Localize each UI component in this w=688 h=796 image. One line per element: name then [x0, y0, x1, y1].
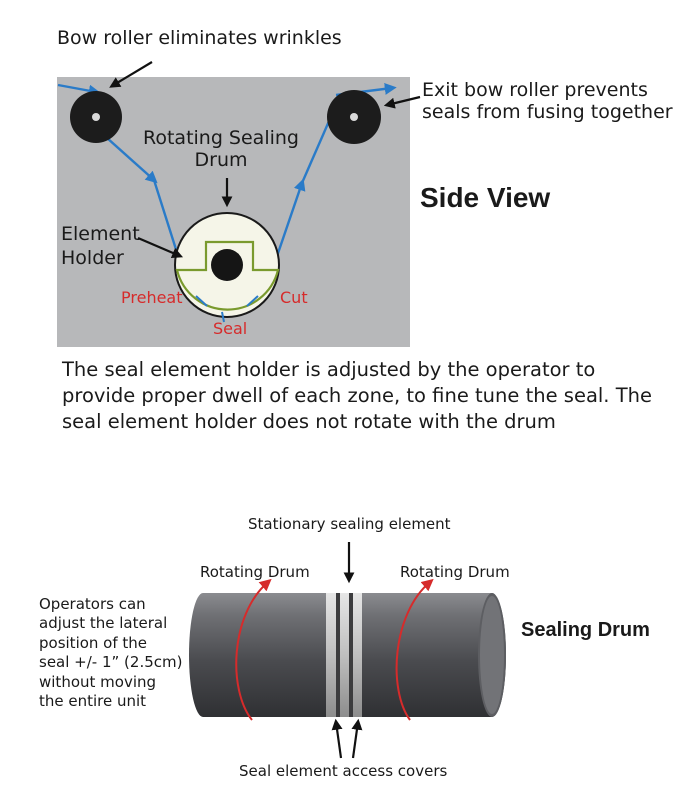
- element-holder-label-line: Holder: [61, 247, 124, 269]
- bottom-pointer-arrows: [331, 542, 363, 759]
- operators-note-line: position of the: [39, 633, 148, 652]
- cut-label: Cut: [280, 288, 308, 307]
- drum-shaft: [211, 249, 243, 281]
- preheat-label: Preheat: [121, 288, 183, 307]
- exit-bow-roller-hub: [350, 113, 358, 121]
- bow-roller-label: Bow roller eliminates wrinkles: [57, 27, 342, 49]
- bow-roller-hub: [92, 113, 100, 121]
- drum-label-line: Rotating Sealing: [143, 127, 299, 149]
- pointer-arrows: [109, 61, 421, 259]
- zone-ticks: [195, 295, 259, 323]
- side-view-caption: The seal element holder is adjusted by t…: [62, 358, 652, 433]
- rotating-drum-label-right: Rotating Drum: [400, 563, 510, 581]
- element-holder-label-line: Element: [61, 223, 140, 245]
- seal-zone-label: Seal: [213, 319, 248, 338]
- exit-roller-label-line: Exit bow roller prevents: [422, 79, 648, 101]
- access-covers-label: Seal element access covers: [239, 762, 448, 780]
- sealing-drum-title: Sealing Drum: [521, 619, 650, 641]
- stationary-element-label: Stationary sealing element: [248, 515, 451, 533]
- rotating-drum-label-left: Rotating Drum: [200, 563, 310, 581]
- operators-note: Operators can adjust the lateral positio…: [39, 595, 182, 711]
- rotation-arrows: [235, 578, 434, 721]
- operators-note-line: Operators can: [39, 595, 146, 613]
- operators-note-line: seal +/- 1” (2.5cm): [39, 653, 183, 672]
- operators-note-line: without moving: [39, 672, 157, 691]
- drum-label: Rotating Sealing Drum: [141, 127, 301, 171]
- element-holder-label: Element Holder: [61, 222, 140, 270]
- operators-note-line: the entire unit: [39, 692, 147, 711]
- element-holder-outline: [175, 240, 280, 311]
- side-view-title: Side View: [420, 182, 551, 213]
- operators-note-line: adjust the lateral: [39, 614, 168, 633]
- exit-roller-label-line: seals from fusing together: [422, 100, 673, 123]
- seal-band: [326, 593, 362, 717]
- exit-roller-label: Exit bow roller prevents seals from fusi…: [422, 79, 673, 124]
- drum-label-line: Drum: [194, 149, 248, 171]
